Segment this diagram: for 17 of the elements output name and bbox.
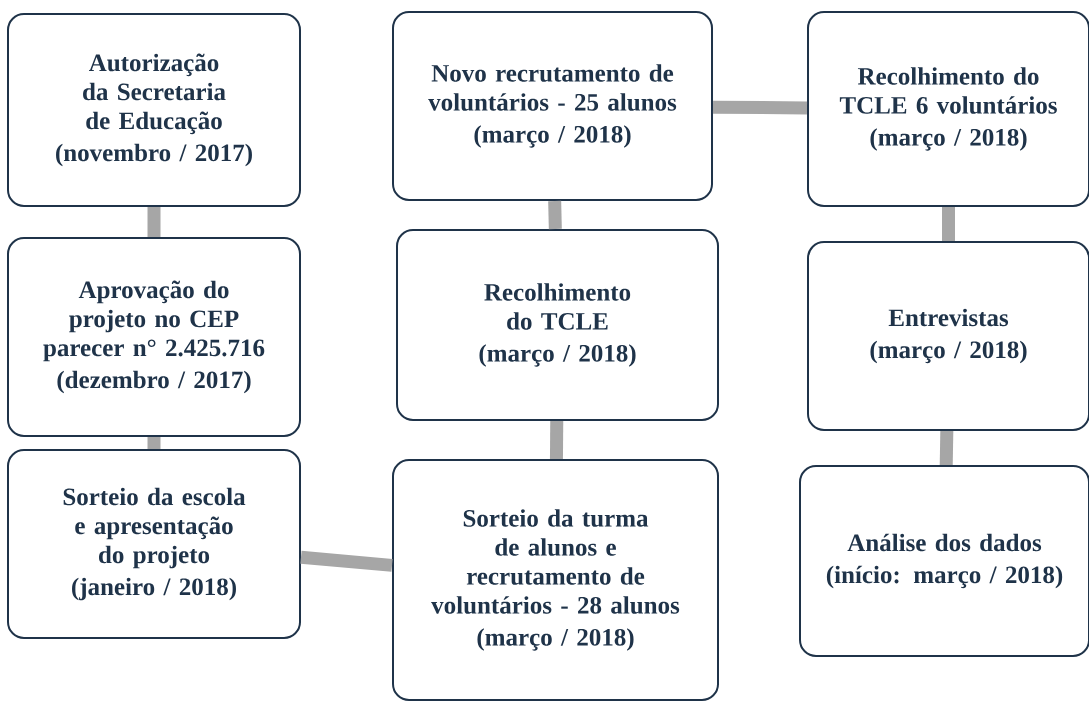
connector-line — [548, 200, 562, 230]
connector-line — [147, 207, 161, 237]
process-box: Autorização da Secretaria de Educação (novembro / 2017) — [7, 13, 301, 207]
connector-line — [939, 430, 954, 466]
connector-line — [147, 437, 161, 449]
process-box: Recolhimento do TCLE 6 voluntários (março / 2018) — [807, 11, 1089, 207]
connector-line — [942, 207, 955, 241]
process-box: Sorteio da turma de alunos e recrutamento de voluntários - 28 alunos (março / 2018) — [392, 459, 719, 701]
connector-line — [712, 100, 808, 115]
process-box: Aprovação do projeto no CEP parecer n° 2.425.716 (dezembro / 2017) — [7, 237, 301, 437]
process-box: Entrevistas (março / 2018) — [807, 241, 1089, 431]
connector-line — [300, 550, 393, 572]
process-box: Recolhimento do TCLE (março / 2018) — [396, 229, 719, 421]
process-box: Análise dos dados (início: março / 2018) — [799, 465, 1089, 657]
process-box: Sorteio da escola e apresentação do projeto (janeiro / 2018) — [7, 449, 301, 639]
process-box: Novo recrutamento de voluntários - 25 alunos (março / 2018) — [392, 11, 713, 201]
connector-line — [549, 420, 564, 460]
